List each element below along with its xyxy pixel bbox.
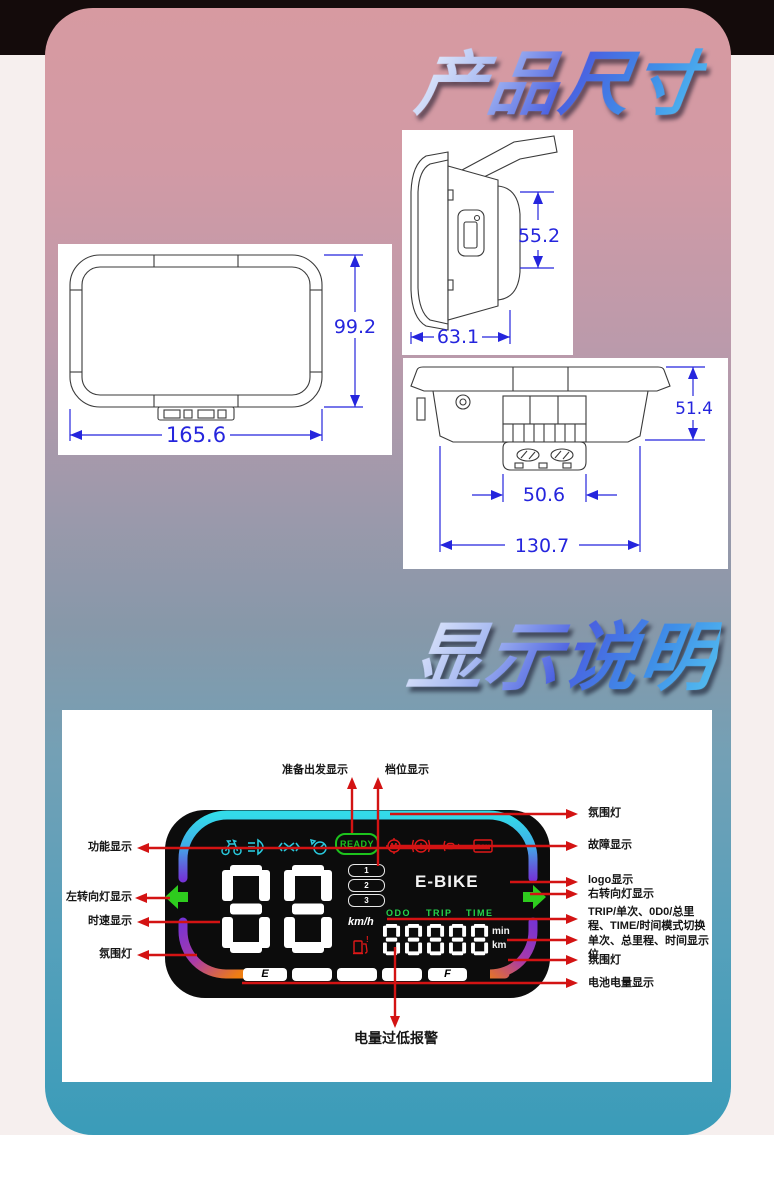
annotation-trip-mode-switch: TRIP/单次、0D0/总里程、TIME/时间模式切换 bbox=[588, 906, 706, 932]
battery-segment-full: F bbox=[428, 968, 467, 981]
battery-segment bbox=[337, 968, 377, 981]
battery-segment bbox=[292, 968, 332, 981]
section-title-display-desc: 显示说明 bbox=[382, 596, 725, 705]
front-height-dim: 99.2 bbox=[334, 316, 376, 338]
annotation-gear-display: 档位显示 bbox=[385, 764, 429, 776]
unit-km-label: km bbox=[492, 940, 507, 951]
side-height-dim: 55.2 bbox=[518, 225, 560, 247]
odo-label: ODO bbox=[386, 908, 412, 918]
bottom-height-dim: 51.4 bbox=[675, 399, 713, 419]
gear-indicator-1: 1 bbox=[348, 864, 385, 877]
bottom-bracket-dim: 50.6 bbox=[523, 484, 565, 506]
trip-label: TRIP bbox=[426, 908, 453, 918]
bottom-view-drawing: 51.4 50.6 130.7 bbox=[410, 366, 713, 557]
side-depth-dim: 63.1 bbox=[437, 326, 479, 348]
annotation-left-turn: 左转向灯显示 bbox=[66, 891, 132, 903]
annotation-fault-display: 故障显示 bbox=[588, 839, 632, 851]
bottom-view-panel: 51.4 50.6 130.7 bbox=[403, 358, 728, 569]
annotation-function-display: 功能显示 bbox=[88, 841, 132, 853]
annotation-ambient-right-top: 氛围灯 bbox=[588, 807, 621, 819]
time-label: TIME bbox=[466, 908, 494, 918]
annotation-ready-display: 准备出发显示 bbox=[282, 764, 348, 776]
ambient-light-ring bbox=[178, 810, 538, 979]
fuel-low-icon: ! bbox=[353, 936, 369, 955]
gear-indicator-2: 2 bbox=[348, 879, 385, 892]
annotation-ambient-right-bottom: 氛围灯 bbox=[588, 954, 621, 966]
battery-segment-empty: E bbox=[243, 968, 287, 981]
annotation-lines bbox=[135, 777, 578, 1028]
section-title-product-size: 产品尺寸 bbox=[398, 28, 712, 129]
speed-unit-label: km/h bbox=[348, 916, 374, 928]
right-turn-arrow bbox=[523, 885, 546, 909]
gear-indicator-3: 3 bbox=[348, 894, 385, 907]
unit-min-label: min bbox=[492, 926, 510, 937]
front-width-dim: 165.6 bbox=[166, 423, 226, 447]
annotation-logo-display: logo显示 bbox=[588, 874, 634, 886]
annotation-ambient-left: 氛围灯 bbox=[99, 948, 132, 960]
front-view-panel: 99.2 165.6 bbox=[58, 244, 392, 455]
annotation-speed-display: 时速显示 bbox=[88, 915, 132, 927]
display-diagram-panel: READY M ! bbox=[62, 710, 712, 1082]
svg-text:!: ! bbox=[366, 936, 369, 944]
ebike-display-unit: READY M ! bbox=[165, 810, 550, 998]
annotation-low-battery-alarm: 电量过低报警 bbox=[354, 1030, 438, 1046]
left-turn-arrow bbox=[165, 885, 188, 909]
annotation-battery-display: 电池电量显示 bbox=[588, 977, 654, 989]
annotation-right-turn: 右转向灯显示 bbox=[588, 888, 654, 900]
bottom-width-dim: 130.7 bbox=[515, 535, 569, 557]
side-view-drawing: 55.2 63.1 bbox=[410, 135, 560, 348]
logo-text: E-BIKE bbox=[415, 872, 479, 891]
side-view-panel: 55.2 63.1 bbox=[402, 130, 573, 355]
annotation-meter-position: 单次、总里程、时间显示位 bbox=[588, 935, 709, 961]
battery-segment bbox=[382, 968, 422, 981]
front-view-drawing: 99.2 165.6 bbox=[69, 254, 376, 447]
